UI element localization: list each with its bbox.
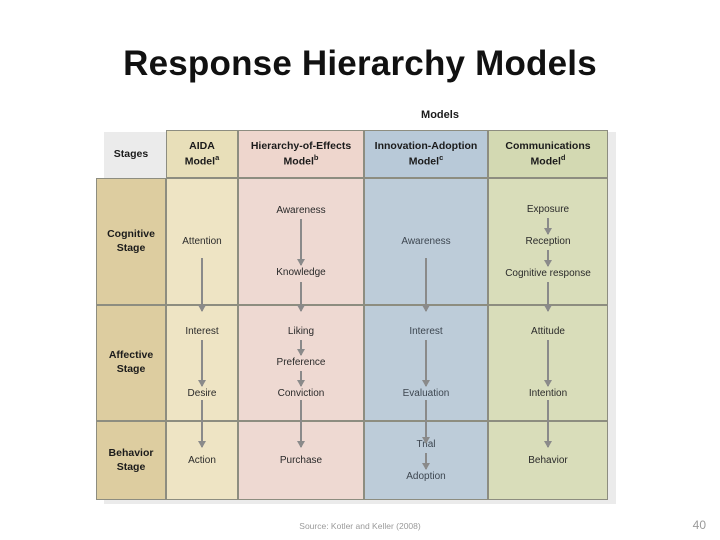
hoe-superscript: b [313, 152, 319, 162]
stage-label-cognitive: Cognitive Stage [96, 178, 166, 305]
arrow-down-icon [198, 340, 206, 387]
behavior-line1: Behavior [108, 446, 154, 459]
cell-cognitive-communications: Exposure Reception Cognitive response [488, 178, 608, 305]
cell-behavior-communications: Behavior [488, 421, 608, 500]
cell-affective-hierarchy-of-effects: Liking Preference Conviction [238, 305, 364, 421]
models-label: Models [421, 109, 459, 121]
node-preference: Preference [276, 357, 326, 368]
behavior-line2: Stage [116, 460, 146, 473]
column-header-communications: Communications Modeld [488, 130, 608, 178]
models-table: Stages AIDA Modela Hierarchy-of-Effects … [96, 130, 608, 500]
node-interest-aida: Interest [185, 326, 219, 337]
column-header-hierarchy-of-effects: Hierarchy-of-Effects Modelb [238, 130, 364, 178]
aida-title-line2: Model [184, 155, 216, 168]
arrow-down-icon [422, 340, 430, 387]
node-intention: Intention [528, 388, 568, 399]
source-note: Source: Kotler and Keller (2008) [299, 521, 421, 531]
stage-label-behavior: Behavior Stage [96, 421, 166, 500]
node-adoption: Adoption [406, 470, 446, 482]
comm-superscript: d [560, 152, 566, 162]
hoe-title-line1: Hierarchy-of-Effects [250, 139, 352, 152]
affective-line1: Affective [108, 349, 154, 362]
node-knowledge: Knowledge [276, 266, 326, 278]
column-header-aida: AIDA Modela [166, 130, 238, 178]
node-desire: Desire [187, 388, 217, 399]
page-number: 40 [692, 518, 706, 532]
cell-cognitive-innovation-adoption: Awareness [364, 178, 488, 305]
cell-affective-innovation-adoption: Interest Evaluation [364, 305, 488, 421]
stage-label-affective: Affective Stage [96, 305, 166, 421]
arrow-down-icon [297, 371, 305, 387]
cell-cognitive-aida: Attention [166, 178, 238, 305]
ia-title-line1: Innovation-Adoption [374, 139, 478, 152]
affective-line2: Stage [116, 363, 146, 375]
aida-title-line1: AIDA [189, 139, 215, 152]
cell-affective-aida: Interest Desire [166, 305, 238, 421]
ia-title-line2: Model [408, 155, 440, 168]
column-header-innovation-adoption: Innovation-Adoption Modelc [364, 130, 488, 178]
node-reception: Reception [525, 235, 571, 247]
node-awareness-hoe: Awareness [276, 204, 326, 216]
cell-behavior-aida: Action [166, 421, 238, 500]
cell-cognitive-hierarchy-of-effects: Awareness Knowledge [238, 178, 364, 305]
response-hierarchy-figure: Models Stages AIDA Modela Hierarchy-of-E… [96, 104, 616, 504]
node-cognitive-response: Cognitive response [505, 267, 591, 279]
stages-header: Stages [113, 148, 149, 160]
node-interest-ia: Interest [409, 326, 443, 337]
arrow-down-icon [544, 217, 552, 235]
node-conviction: Conviction [277, 388, 325, 399]
aida-superscript: a [215, 152, 220, 162]
node-evaluation: Evaluation [402, 388, 450, 399]
arrow-down-icon [297, 218, 305, 266]
arrow-down-icon [297, 340, 305, 356]
comm-title-line1: Communications [505, 139, 591, 152]
page-title: Response Hierarchy Models [123, 44, 597, 83]
arrow-down-icon [544, 340, 552, 387]
node-trial: Trial [416, 438, 436, 450]
cognitive-line1: Cognitive [107, 227, 155, 240]
cell-affective-communications: Attitude Intention [488, 305, 608, 421]
cell-behavior-hierarchy-of-effects: Purchase [238, 421, 364, 500]
hoe-title-line2: Model [283, 155, 314, 168]
cell-behavior-innovation-adoption: Trial Adoption [364, 421, 488, 500]
node-purchase: Purchase [279, 454, 323, 466]
node-behavior: Behavior [528, 454, 568, 466]
comm-title-line2: Model [530, 155, 561, 168]
node-attention: Attention [182, 235, 222, 247]
node-action: Action [188, 454, 216, 466]
ia-superscript: c [439, 152, 444, 162]
node-exposure: Exposure [526, 203, 570, 215]
arrow-down-icon [544, 249, 552, 267]
node-liking: Liking [287, 326, 315, 337]
node-attitude: Attitude [531, 326, 565, 337]
arrow-down-icon [422, 452, 430, 470]
cognitive-line2: Stage [116, 241, 146, 254]
node-awareness-ia: Awareness [401, 235, 451, 247]
